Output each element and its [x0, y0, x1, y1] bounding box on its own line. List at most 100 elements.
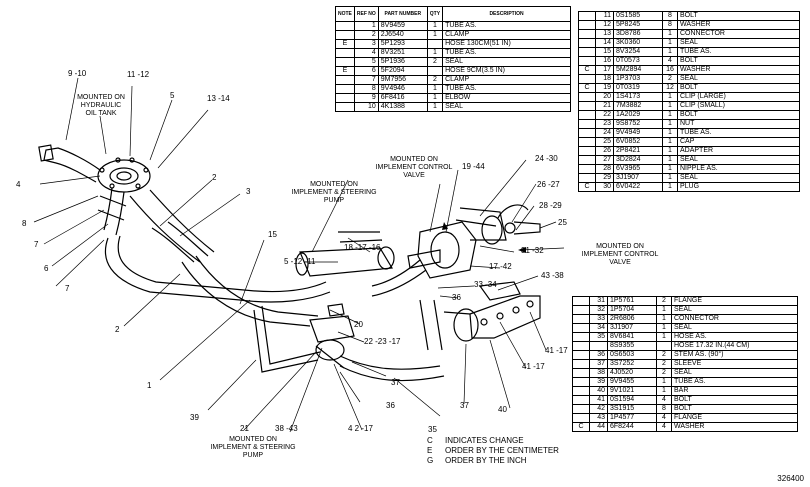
ref-cell: 5 [353, 57, 379, 67]
legend-text: ORDER BY THE CENTIMETER [445, 446, 559, 455]
part-number-cell: 9V4946 [377, 84, 428, 94]
qty-cell: 2 [662, 74, 678, 84]
description-cell: TUBE AS. [442, 21, 571, 31]
note-pump-bottom: MOUNTED ON IMPLEMENT & STEERING PUMP [210, 436, 296, 459]
qty-cell: 1 [662, 29, 678, 39]
description-cell: SEAL [677, 74, 800, 84]
note-cell [572, 323, 590, 333]
note-cell [578, 155, 596, 165]
callout-37b: 37 [460, 401, 469, 410]
part-number-cell: 5F2094 [377, 66, 428, 76]
callout-9-10: 9 -10 [68, 69, 87, 78]
part-number-cell: 3K0360 [613, 38, 663, 48]
callout-36a: 36 [386, 401, 395, 410]
ref-cell [589, 341, 608, 351]
note-cell [335, 75, 355, 85]
qty-cell: 2 [426, 57, 444, 67]
note-hydraulic-tank: MOUNTED ON HYDRAULIC OIL TANK [77, 94, 125, 117]
note-cell: C [578, 65, 596, 75]
description-cell: HOSE 130CM(51 IN) [442, 39, 571, 49]
legend: C INDICATES CHANGE E ORDER BY THE CENTIMET… [427, 436, 559, 466]
ref-cell: 44 [589, 422, 608, 432]
qty-cell: 4 [656, 395, 672, 405]
part-number-cell: 6F8244 [607, 422, 657, 432]
part-number-cell: 2R6806 [607, 314, 657, 324]
description-cell: TUBE AS. [677, 128, 800, 138]
note-cell [578, 173, 596, 183]
legend-key: E [427, 446, 433, 455]
ref-cell: 38 [589, 368, 608, 378]
legend-key: C [427, 436, 433, 445]
part-number-cell: 5P1936 [377, 57, 428, 67]
note-cell [572, 413, 590, 423]
ref-cell: 39 [589, 377, 608, 387]
ref-cell: 24 [595, 128, 614, 138]
part-number-cell: 4K1388 [377, 102, 428, 112]
ref-cell: 42 [589, 404, 608, 414]
part-number-cell: 0S6503 [607, 350, 657, 360]
callout-41-17b: 41 -17 [522, 362, 545, 371]
qty-cell: 2 [656, 350, 672, 360]
legend-text: INDICATES CHANGE [445, 436, 524, 445]
description-cell: SEAL [671, 305, 798, 315]
ref-cell: 26 [595, 146, 614, 156]
ref-cell: 4 [353, 48, 379, 58]
description-cell: HOSE 9CM(3.5 IN) [442, 66, 571, 76]
qty-cell: 1 [426, 30, 444, 40]
note-cell [572, 305, 590, 315]
callout-28-29: 28 -29 [539, 201, 562, 210]
part-number-cell: 9V4949 [613, 128, 663, 138]
part-number-cell: 3J1907 [607, 323, 657, 333]
callout-7b: 7 [65, 284, 70, 293]
part-number-cell: 8V3254 [613, 47, 663, 57]
part-number-cell: 0T0319 [613, 83, 663, 93]
note-cell [572, 395, 590, 405]
description-cell: TUBE AS. [442, 84, 571, 94]
ref-cell: 21 [595, 101, 614, 111]
note-cell [335, 48, 355, 58]
qty-cell: 1 [662, 173, 678, 183]
qty-cell [656, 341, 672, 351]
ref-cell: 27 [595, 155, 614, 165]
ref-cell: 11 [595, 11, 614, 21]
callout-1: 1 [147, 381, 152, 390]
qty-cell: 1 [662, 119, 678, 129]
description-cell: CONNECTOR [677, 29, 800, 39]
note-cell [578, 101, 596, 111]
ref-cell: 28 [595, 164, 614, 174]
callout-17-42: 17 -42 [489, 262, 512, 271]
part-number-cell: 1P5761 [607, 296, 657, 306]
ref-cell: 12 [595, 20, 614, 30]
ref-cell: 6 [353, 66, 379, 76]
callout-26-27: 26 -27 [537, 180, 560, 189]
ref-cell: 15 [595, 47, 614, 57]
note-cell [335, 93, 355, 103]
ref-cell: 29 [595, 173, 614, 183]
qty-cell: 1 [662, 182, 678, 192]
description-cell: BOLT [677, 83, 800, 93]
description-cell: CLAMP [442, 30, 571, 40]
note-cell [578, 110, 596, 120]
callout-13-14: 13 -14 [207, 94, 230, 103]
note-cell [578, 119, 596, 129]
legend-key: G [427, 456, 434, 465]
